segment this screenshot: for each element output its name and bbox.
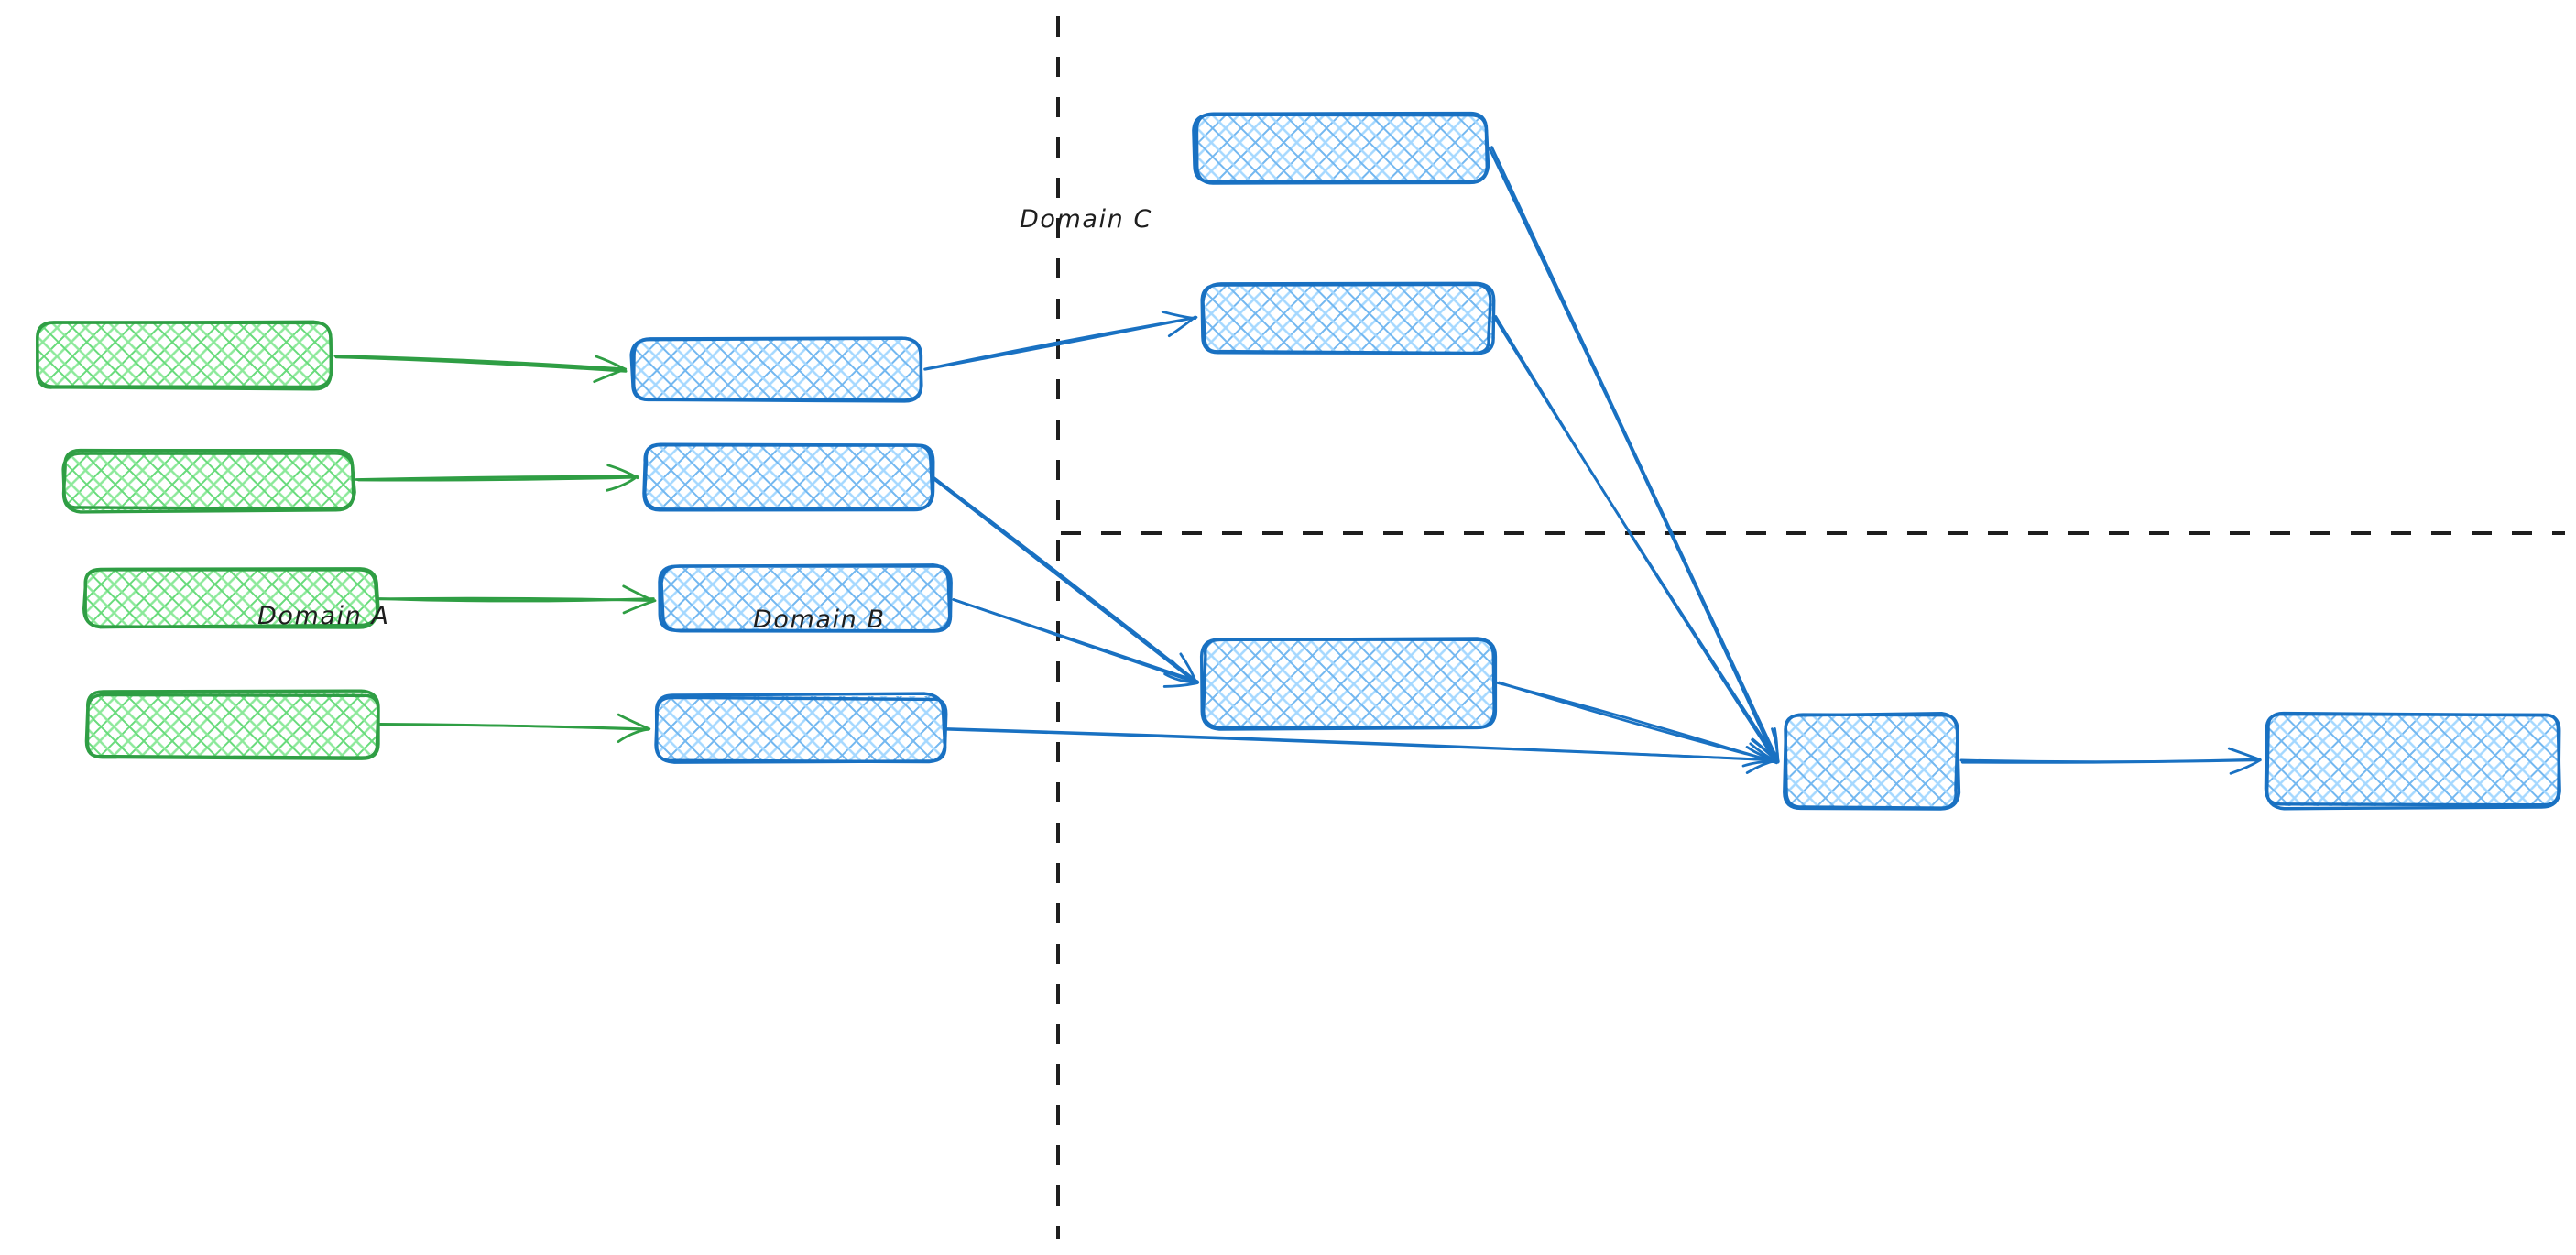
node-outline — [84, 689, 380, 759]
edge-shaft — [1494, 315, 1778, 764]
node-fill-hatch-b — [85, 568, 377, 627]
node-b2[interactable] — [642, 442, 935, 512]
edge-arrowhead — [593, 367, 628, 384]
node-outline — [1201, 281, 1496, 355]
edge-e-b3-c3 — [952, 598, 1199, 688]
node-outline — [61, 448, 355, 514]
edge-arrowhead — [1162, 682, 1198, 688]
label-domain-b: Domain B — [753, 606, 886, 634]
edge-arrowhead — [622, 599, 657, 615]
edge-e-b2-c3 — [932, 476, 1200, 685]
node-fill-hatch-b — [1204, 638, 1494, 727]
node-outline — [642, 442, 934, 512]
edge-shaft — [945, 727, 1780, 762]
node-outline — [36, 321, 333, 391]
edge-e-a4-b4 — [378, 713, 651, 743]
node-fill-hatch-b — [1195, 115, 1487, 181]
edge-arrowhead — [1751, 738, 1778, 762]
node-c2[interactable] — [1200, 281, 1496, 355]
node-outline — [1195, 111, 1490, 185]
edge-shaft — [333, 355, 627, 371]
node-a4[interactable] — [84, 689, 380, 760]
edge-shaft — [355, 475, 639, 481]
node-b1[interactable] — [629, 336, 923, 403]
edge-e-c1-hub — [1488, 146, 1780, 765]
node-fill-hatch-b — [88, 693, 377, 758]
node-final[interactable] — [2264, 711, 2561, 811]
node-fill-hatch-b — [1203, 284, 1492, 352]
edge-e-c3-hub — [1495, 681, 1779, 768]
edge-e-a3-b3 — [377, 584, 657, 615]
node-fill-hatch-b — [656, 696, 944, 760]
node-a1[interactable] — [36, 320, 333, 391]
node-fill-hatch-b — [37, 322, 332, 388]
node-fill-hatch-b — [661, 568, 950, 632]
node-outline — [2264, 712, 2561, 807]
edge-arrowhead — [606, 475, 639, 492]
node-outline — [654, 692, 947, 764]
node-outline — [1199, 638, 1496, 731]
node-fill-hatch-b — [62, 452, 354, 510]
label-domain-a: Domain A — [257, 602, 390, 630]
node-fill-hatch-b — [1785, 715, 1959, 808]
edge-arrowhead — [595, 355, 627, 371]
edge-shaft — [932, 477, 1198, 685]
edge-shaft — [378, 723, 650, 731]
node-outline — [82, 567, 380, 629]
edge-e-hub-final — [1959, 747, 2262, 775]
edge-arrowhead — [622, 584, 655, 602]
edge-arrowhead — [1741, 760, 1779, 768]
edge-arrowhead — [1771, 727, 1780, 764]
node-fill-hatch-b — [645, 446, 932, 508]
edge-e-a1-b1 — [333, 355, 628, 384]
edge-shaft — [1960, 758, 2262, 764]
edge-shaft — [356, 475, 639, 482]
edge-shaft — [1490, 146, 1780, 763]
node-outline — [658, 563, 952, 633]
edge-shaft — [1495, 681, 1778, 765]
nodes-layer — [36, 111, 2561, 811]
edge-arrowhead — [2229, 758, 2262, 775]
edge-shaft — [933, 476, 1200, 684]
edge-arrowhead — [1170, 659, 1199, 684]
edge-shaft — [952, 598, 1198, 684]
node-a2[interactable] — [61, 448, 356, 514]
edge-shaft — [923, 316, 1197, 371]
node-c1[interactable] — [1192, 111, 1490, 185]
edge-arrowhead — [617, 713, 651, 731]
node-outline — [1783, 711, 1961, 811]
edges-layer — [333, 146, 2262, 775]
edge-arrowhead — [1161, 311, 1197, 321]
edge-arrowhead — [2227, 747, 2262, 761]
node-a3[interactable] — [82, 567, 380, 629]
edge-arrowhead — [617, 727, 649, 743]
node-c3[interactable] — [1199, 637, 1498, 731]
node-fill-hatch-b — [2267, 715, 2558, 806]
edge-e-b4-hub — [945, 727, 1780, 774]
node-outline — [629, 336, 923, 403]
edge-e-c2-hub — [1493, 315, 1780, 764]
edge-e-b1-c2 — [923, 311, 1198, 371]
edge-arrowhead — [606, 464, 639, 480]
dividers-layer — [1056, 16, 2565, 1239]
node-b3[interactable] — [658, 563, 953, 633]
node-b4[interactable] — [654, 692, 948, 764]
node-fill-hatch-b — [632, 339, 922, 401]
edge-e-a2-b2 — [355, 464, 639, 492]
label-domain-c: Domain C — [1020, 205, 1153, 234]
node-hub[interactable] — [1783, 711, 1961, 811]
edge-shaft — [1488, 147, 1778, 765]
edge-shaft — [377, 597, 655, 603]
edge-shaft — [334, 355, 628, 373]
